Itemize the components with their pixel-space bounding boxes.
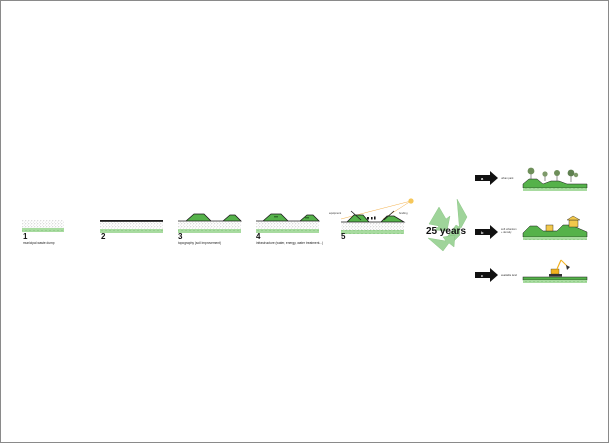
trees-icon bbox=[522, 167, 588, 191]
outcome-badge: a bbox=[481, 176, 484, 181]
outcome-c: c available land bbox=[475, 259, 588, 283]
recycle-icon bbox=[427, 198, 468, 252]
step-2: 2 bbox=[100, 220, 163, 241]
step-4: 4 infrastructure (water, energy, water t… bbox=[256, 213, 323, 245]
equipment-label: equipment bbox=[329, 211, 341, 215]
arrow-icon bbox=[475, 268, 498, 282]
infrastructure-pipe bbox=[274, 216, 278, 218]
step-caption: municipal waste dump bbox=[23, 241, 55, 245]
step-1: 1 municipal waste dump bbox=[22, 220, 64, 245]
outcome-b: b soft urbanism + density bbox=[475, 215, 588, 240]
outcome-a: a urban park bbox=[475, 167, 588, 191]
buildings-icon bbox=[522, 215, 588, 240]
building-icon bbox=[367, 217, 369, 220]
cover-layer bbox=[100, 220, 163, 222]
step-number: 1 bbox=[23, 232, 28, 241]
ground-band bbox=[178, 229, 241, 233]
waste-layer bbox=[256, 221, 319, 229]
outcome-badge: c bbox=[481, 273, 484, 278]
building-icon bbox=[374, 216, 376, 220]
waste-layer bbox=[178, 221, 241, 229]
step-number: 4 bbox=[256, 232, 261, 241]
building-icon bbox=[371, 217, 373, 220]
step-number: 5 bbox=[341, 232, 346, 241]
outcome-label: urban park bbox=[501, 176, 514, 180]
waste-layer bbox=[341, 222, 404, 230]
waste-layer bbox=[100, 221, 163, 229]
sun-icon bbox=[408, 198, 414, 204]
step-caption: infrastructure (water, energy, water tre… bbox=[256, 241, 323, 245]
arrow-icon bbox=[475, 225, 498, 239]
topography-mounds bbox=[341, 214, 406, 223]
ground-band bbox=[22, 228, 64, 232]
waste-layer bbox=[22, 220, 64, 228]
funding-line bbox=[383, 210, 395, 221]
outcome-badge: b bbox=[481, 230, 484, 235]
equipment-line bbox=[350, 210, 362, 221]
step-3: 3 topography (soil improvement) bbox=[178, 213, 242, 245]
ground-band bbox=[100, 229, 163, 233]
ground-band bbox=[256, 229, 319, 233]
arrow-icon bbox=[475, 171, 498, 185]
duration-label: 25 years bbox=[426, 226, 466, 237]
topography-mounds bbox=[178, 213, 242, 222]
funding-label: funding bbox=[399, 211, 408, 215]
step-caption: topography (soil improvement) bbox=[178, 241, 221, 245]
step-number: 2 bbox=[101, 232, 106, 241]
step-5: equipment funding 5 bbox=[329, 198, 414, 241]
step-number: 3 bbox=[178, 232, 183, 241]
topography-mounds bbox=[256, 213, 320, 222]
excavator-icon bbox=[522, 259, 588, 283]
ground-band bbox=[341, 230, 404, 234]
infrastructure-pipe bbox=[305, 217, 309, 219]
sun-ray bbox=[340, 200, 412, 220]
outcome-label: soft urbanism + density bbox=[501, 227, 517, 234]
outcome-label: available land bbox=[501, 273, 517, 277]
